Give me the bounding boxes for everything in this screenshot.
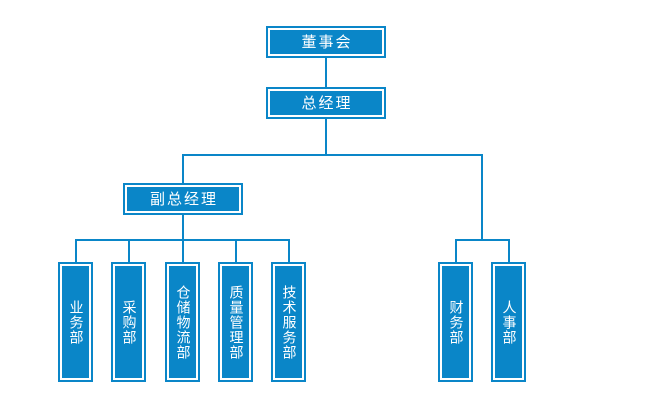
connector-drop-dept-1 — [74, 240, 77, 262]
connector-drop-dept-3 — [181, 240, 184, 262]
node-dept-finance: 财务部 — [438, 262, 473, 382]
node-dept-hr: 人事部 — [491, 262, 526, 382]
node-dept-warehouse-logistics: 仓储物流部 — [165, 262, 200, 382]
node-deputy-general-manager: 副总经理 — [123, 183, 243, 215]
connector-drop-dept-4 — [234, 240, 237, 262]
connector-main-horizontal — [182, 154, 483, 156]
connector-right-splitter — [454, 239, 510, 241]
node-dept-business: 业务部 — [58, 262, 93, 382]
connector-dgm-down — [182, 215, 184, 240]
connector-board-to-gm — [325, 58, 327, 87]
connector-drop-hr — [507, 240, 510, 262]
connector-drop-dept-5 — [287, 240, 290, 262]
connector-gm-down — [325, 119, 327, 155]
node-general-manager: 总经理 — [266, 87, 386, 119]
connector-drop-to-right-group — [481, 154, 483, 240]
node-dept-technical-service: 技术服务部 — [271, 262, 306, 382]
node-dept-purchasing: 采购部 — [111, 262, 146, 382]
node-dept-quality-management: 质量管理部 — [218, 262, 253, 382]
connector-drop-to-dgm — [182, 154, 184, 184]
node-board-of-directors: 董事会 — [266, 26, 386, 58]
connector-drop-finance — [454, 240, 457, 262]
connector-drop-dept-2 — [127, 240, 130, 262]
